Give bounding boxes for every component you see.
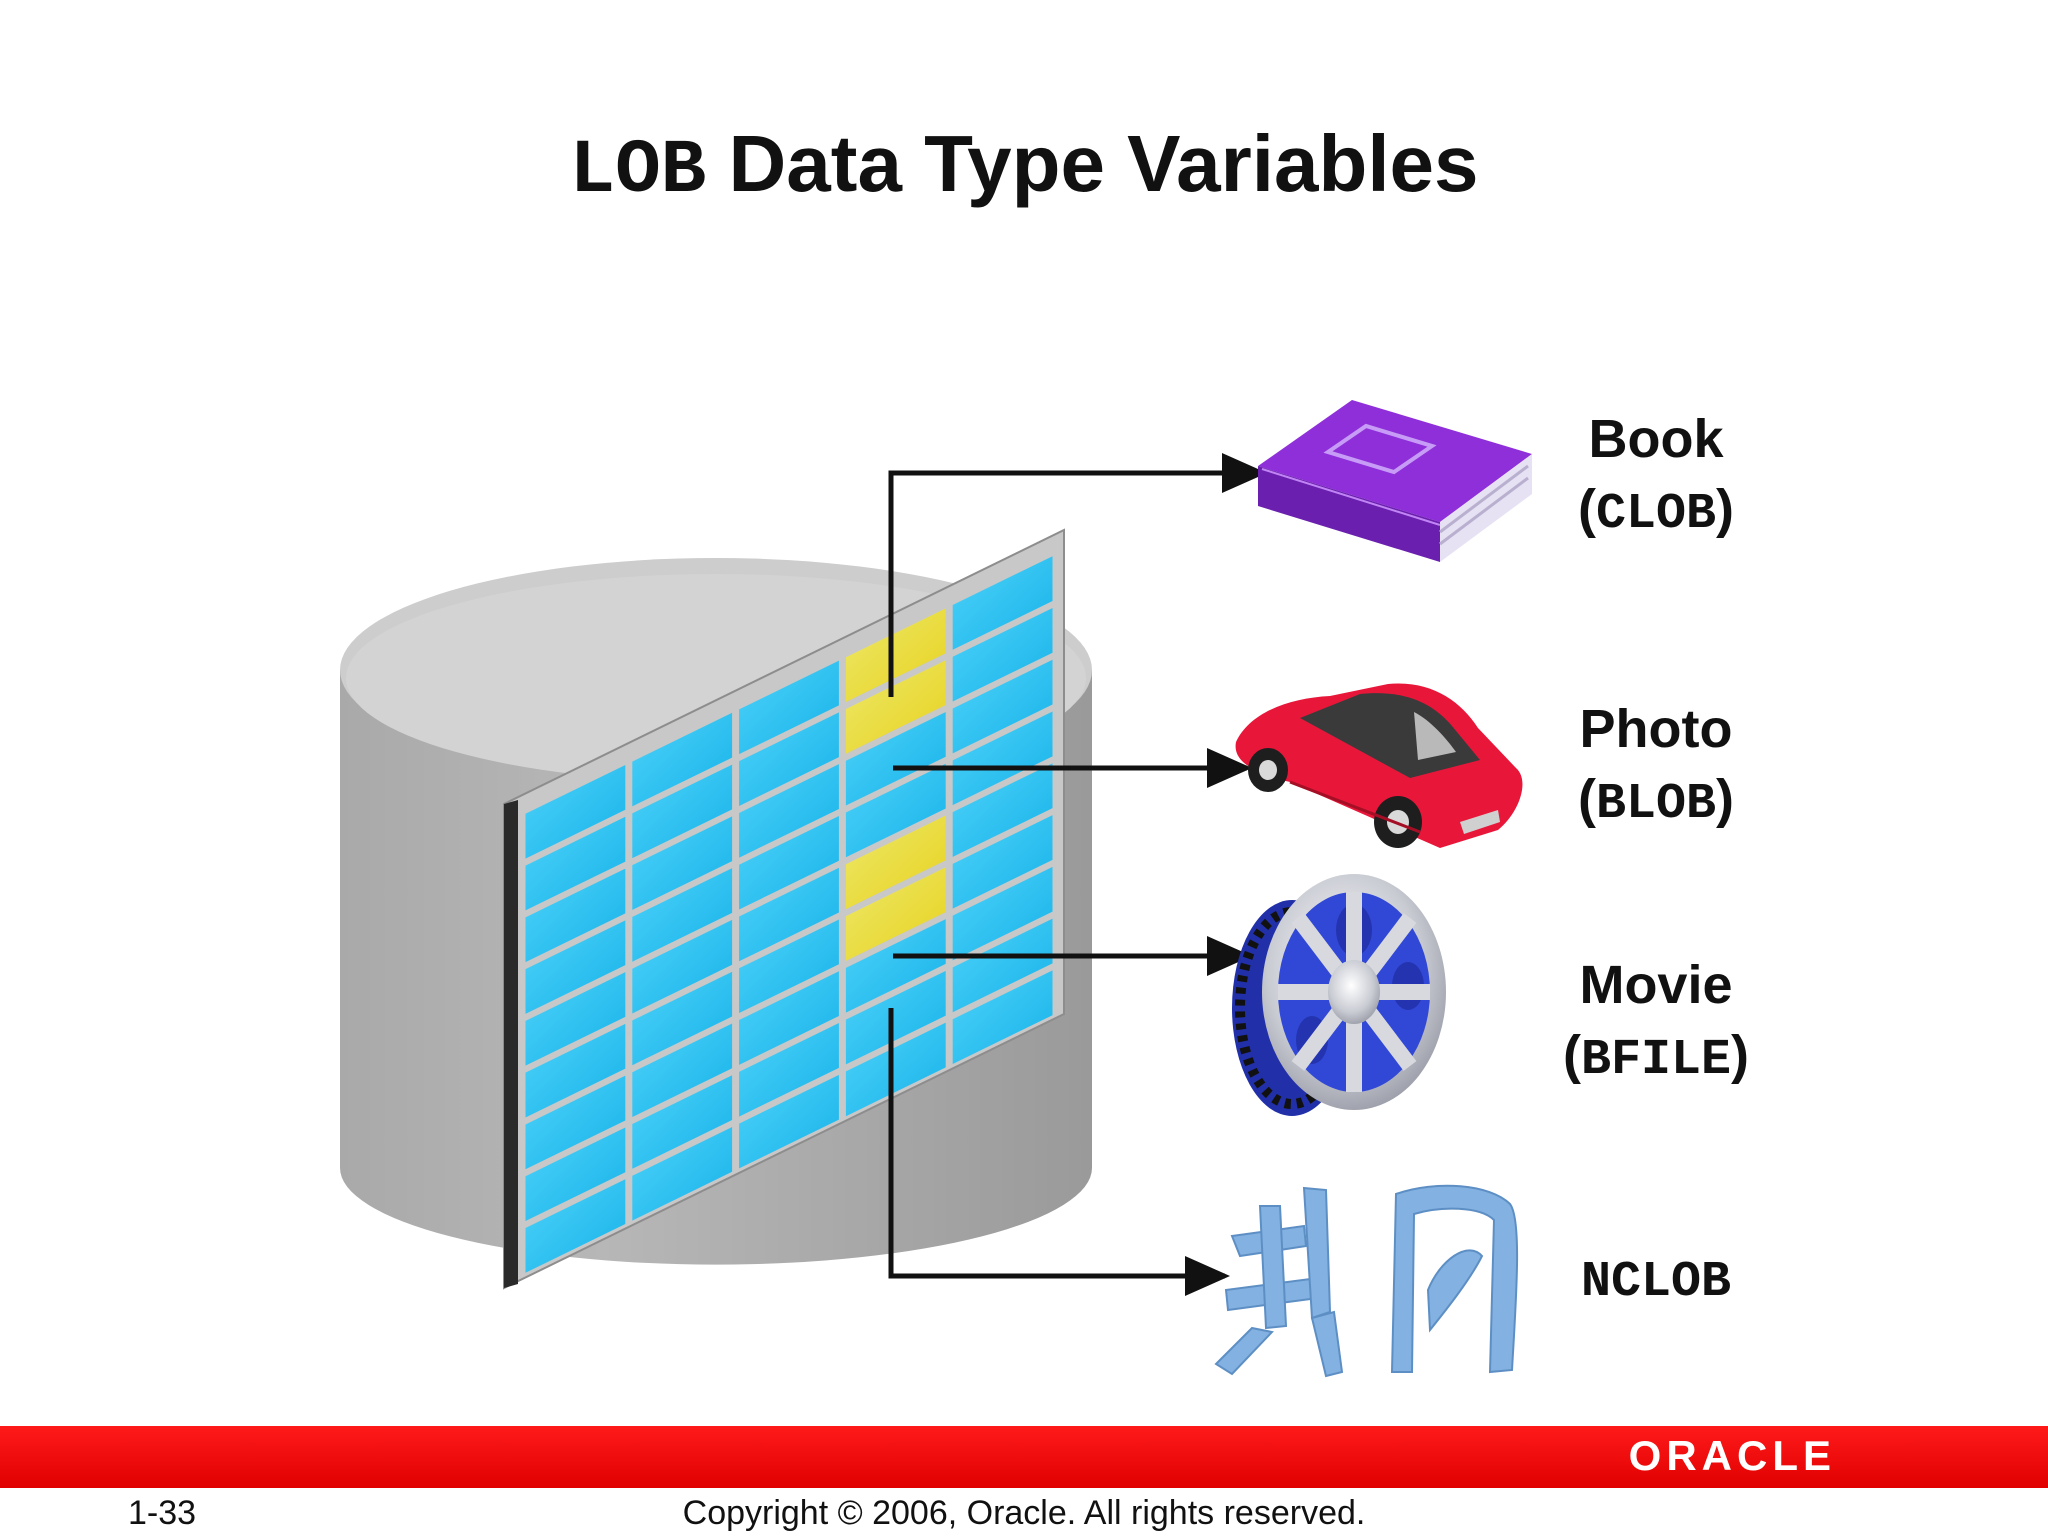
- table-cell: [739, 712, 839, 806]
- table-cell: [632, 1127, 733, 1221]
- table-cell: [739, 1074, 839, 1169]
- lob-cell-highlight: [845, 660, 946, 754]
- table-cell: [845, 970, 946, 1065]
- table-cell: [525, 920, 626, 1014]
- table-cell: [739, 660, 839, 755]
- table-cell: [632, 764, 733, 859]
- table-cell: [739, 1023, 839, 1117]
- footer-bar: [0, 1426, 2048, 1488]
- label-book-type: (CLOB): [1578, 479, 1734, 543]
- table-cell: [525, 765, 626, 859]
- lob-cell-highlight: [845, 867, 946, 961]
- table-cell: [739, 815, 839, 910]
- label-book: Book (CLOB): [1506, 404, 1806, 550]
- title-text: Data Type Variables: [728, 119, 1479, 208]
- connector-book: [888, 453, 1267, 697]
- lob-cell-highlight: [845, 815, 946, 910]
- table-cell: [525, 1023, 626, 1118]
- chinese-characters-icon: [1214, 1184, 1519, 1378]
- table-cell: [952, 763, 1053, 857]
- film-reel-icon: [1232, 874, 1446, 1116]
- copyright-notice: Copyright © 2006, Oracle. All rights res…: [682, 1494, 1366, 1532]
- table-cell: [952, 607, 1053, 702]
- table-cell: [632, 1075, 733, 1169]
- table-cell: [632, 919, 733, 1014]
- table-cell: [525, 868, 626, 963]
- table-cell: [632, 1023, 733, 1118]
- title-lob-keyword: LOB: [569, 128, 707, 214]
- page-number: 1-33: [128, 1494, 197, 1532]
- label-photo-type: (BLOB): [1578, 769, 1734, 833]
- label-photo-name: Photo: [1579, 699, 1733, 759]
- table-cell: [845, 919, 946, 1013]
- label-book-name: Book: [1588, 409, 1724, 469]
- table-cell: [952, 918, 1053, 1013]
- table-cell: [632, 868, 733, 962]
- table-cell: [952, 556, 1053, 650]
- book-icon: [1258, 400, 1532, 562]
- lob-cell-highlight: [845, 608, 946, 702]
- table-cell: [632, 816, 733, 910]
- table-cell: [952, 711, 1053, 806]
- table-cell: [952, 815, 1053, 909]
- table-cell: [952, 659, 1053, 754]
- label-movie-name: Movie: [1579, 955, 1733, 1015]
- table-cell: [525, 816, 626, 911]
- table-cell: [952, 866, 1053, 961]
- table-cell: [632, 712, 733, 807]
- table-cell: [739, 764, 839, 858]
- label-nclob: NCLOB: [1506, 1242, 1806, 1318]
- label-movie: Movie (BFILE): [1506, 950, 1806, 1096]
- table-cell: [845, 763, 946, 858]
- slide-title: LOB Data Type Variables: [0, 118, 2048, 214]
- table-cell: [739, 919, 839, 1014]
- label-nclob-type: NCLOB: [1580, 1254, 1732, 1311]
- label-photo: Photo (BLOB): [1506, 694, 1806, 840]
- table-cell: [952, 970, 1053, 1064]
- table-cell: [845, 1022, 946, 1117]
- table-cell: [525, 1179, 626, 1273]
- connector-nclob: [888, 1008, 1230, 1296]
- table-cell: [739, 971, 839, 1065]
- table-cell: [525, 1127, 626, 1222]
- table-cell: [739, 867, 839, 962]
- label-movie-type: (BFILE): [1563, 1025, 1749, 1089]
- table-cell: [632, 971, 733, 1066]
- car-icon: [1235, 683, 1523, 848]
- table-cell: [525, 1075, 626, 1170]
- table-grid-icon: [503, 528, 1065, 1290]
- connector-lines: [888, 453, 1267, 1296]
- table-cell: [525, 972, 626, 1066]
- oracle-logo: ORACLE: [1628, 1432, 1836, 1479]
- table-cell: [845, 711, 946, 806]
